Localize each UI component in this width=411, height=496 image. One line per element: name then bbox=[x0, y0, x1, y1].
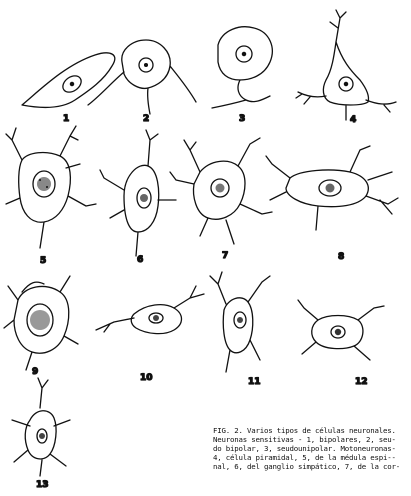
label-11: 11 bbox=[248, 377, 261, 387]
label-8: 8 bbox=[338, 252, 344, 262]
figure-caption: FIG. 2. Varios tipos de células neuronal… bbox=[213, 426, 409, 471]
label-12: 12 bbox=[355, 377, 368, 387]
caption-line: Neuronas sensitivas - 1, bipolares, 2, s… bbox=[213, 435, 409, 444]
neuron-10 bbox=[96, 286, 204, 334]
neuron-6-spinal bbox=[100, 130, 176, 256]
neuron-13 bbox=[12, 378, 70, 476]
label-6: 6 bbox=[137, 255, 143, 265]
label-2: 2 bbox=[143, 114, 149, 124]
caption-line: nal, 6, del ganglio simpático, 7, de la … bbox=[213, 462, 409, 471]
caption-line: FIG. 2. Varios tipos de células neuronal… bbox=[213, 426, 409, 435]
neuron-3-pseudounipolar bbox=[212, 27, 272, 108]
neuron-7-sympathetic bbox=[170, 138, 272, 244]
neuron-9 bbox=[4, 276, 78, 370]
neuron-8-cortex bbox=[266, 146, 398, 230]
label-10: 10 bbox=[140, 373, 153, 383]
label-5: 5 bbox=[40, 256, 46, 266]
caption-line: 4, célula piramidal, 5, de la médula esp… bbox=[213, 453, 409, 462]
label-7: 7 bbox=[222, 251, 228, 261]
label-13: 13 bbox=[36, 480, 49, 490]
neuron-12 bbox=[298, 300, 384, 360]
label-3: 3 bbox=[239, 114, 245, 124]
caption-line: do bipolar, 3, seudounipolar. Motoneuron… bbox=[213, 444, 409, 453]
neuron-11 bbox=[210, 272, 270, 372]
neuron-5-spinal bbox=[6, 126, 96, 248]
label-9: 9 bbox=[32, 367, 38, 377]
label-1: 1 bbox=[63, 114, 69, 124]
neuron-1-bipolar bbox=[22, 53, 115, 108]
label-4: 4 bbox=[350, 115, 356, 125]
neuron-4-pyramidal bbox=[296, 10, 396, 120]
